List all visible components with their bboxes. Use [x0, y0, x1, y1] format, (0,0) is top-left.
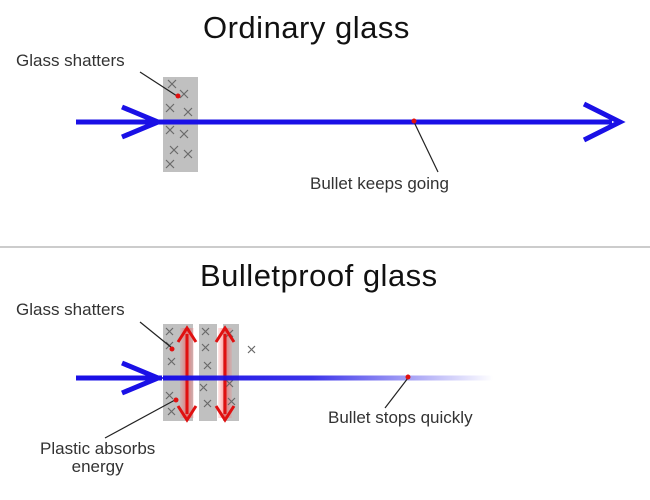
bulletproof-glass-title: Bulletproof glass	[200, 258, 438, 293]
bulletproof-glass-impact-dot	[169, 346, 175, 352]
plastic-energy-arrow-1	[176, 325, 198, 423]
plastic-label-line-2: energy	[71, 457, 124, 476]
plastic-leader-line	[104, 399, 176, 439]
ordinary-glass-impact-dot	[175, 93, 181, 99]
ordinary-glass-shatters-label: Glass shatters	[16, 51, 125, 70]
ordinary-glass-panel	[76, 71, 626, 173]
plastic-energy-arrow-2	[214, 325, 236, 423]
bulletproof-bullet-label: Bullet stops quickly	[328, 408, 473, 427]
ordinary-glass-leader-line	[139, 71, 178, 97]
bulletproof-glass-shatters-label: Glass shatters	[16, 300, 125, 319]
ordinary-glass-cracks	[165, 79, 193, 169]
ordinary-bullet-dot	[411, 118, 417, 124]
bulletproof-bullet-leader-line	[384, 377, 409, 409]
ordinary-bullet-leader-line	[413, 121, 439, 173]
bulletproof-bullet-dot	[405, 374, 411, 380]
plastic-label-line-1: Plastic absorbs	[40, 439, 156, 458]
bulletproof-glass-panel	[76, 321, 493, 439]
ordinary-glass-title: Ordinary glass	[203, 10, 410, 45]
plastic-dot	[173, 397, 179, 403]
bulletproof-bullet-path-arrow	[76, 360, 493, 396]
bulletproof-glass-leader-line	[139, 321, 173, 349]
ordinary-bullet-path-arrow	[76, 101, 626, 143]
ordinary-bullet-label: Bullet keeps going	[310, 174, 449, 193]
bulletproof-glass-layer-2	[199, 324, 217, 421]
bulletproof-glass-cracks	[165, 327, 256, 416]
plastic-absorbs-label: Plastic absorbs energy	[40, 440, 155, 476]
